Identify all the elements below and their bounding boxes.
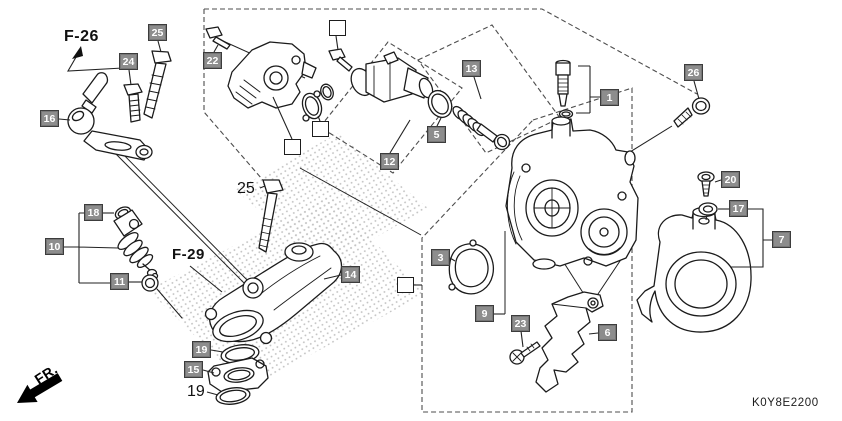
part-gasket-3 bbox=[448, 239, 494, 295]
part-cover-7 bbox=[636, 206, 752, 333]
part-throttle-arm bbox=[67, 72, 153, 161]
part-bolt-25-lower bbox=[258, 179, 284, 253]
part-screw-20 bbox=[697, 171, 715, 197]
callout-5[interactable]: 5 bbox=[427, 126, 446, 143]
part-stay-bracket bbox=[535, 291, 604, 393]
plain-callout-25: 25 bbox=[237, 180, 255, 197]
part-screw-23 bbox=[509, 341, 541, 365]
callout-13[interactable]: 13 bbox=[462, 60, 481, 77]
leader-lines bbox=[58, 35, 772, 396]
callout-12[interactable]: 12 bbox=[380, 153, 399, 170]
callout-24[interactable]: 24 bbox=[119, 53, 138, 70]
callout-empty-1[interactable] bbox=[329, 20, 346, 36]
part-bolt-25-upper bbox=[143, 50, 172, 119]
callout-7[interactable]: 7 bbox=[772, 231, 791, 248]
part-oring-19-lower bbox=[215, 387, 251, 405]
part-map-sensor bbox=[227, 41, 317, 109]
callout-26[interactable]: 26 bbox=[684, 64, 703, 81]
callout-empty-3[interactable] bbox=[284, 139, 301, 155]
callout-11[interactable]: 11 bbox=[110, 273, 129, 290]
callout-22[interactable]: 22 bbox=[203, 52, 222, 69]
fr-arrow-icon bbox=[17, 373, 63, 403]
part-injector-joint bbox=[350, 51, 434, 103]
part-intake-manifold bbox=[204, 242, 343, 345]
callout-18[interactable]: 18 bbox=[84, 204, 103, 221]
callout-23[interactable]: 23 bbox=[511, 315, 530, 332]
callout-14[interactable]: 14 bbox=[341, 266, 360, 283]
part-oring-11 bbox=[141, 274, 183, 319]
callout-6[interactable]: 6 bbox=[598, 324, 617, 341]
callout-9[interactable]: 9 bbox=[475, 305, 494, 322]
callout-17[interactable]: 17 bbox=[729, 200, 748, 217]
frame-ref-f29: F-29 bbox=[172, 246, 205, 263]
frame-ref-f26: F-26 bbox=[64, 28, 99, 45]
part-throttle-body bbox=[505, 116, 639, 270]
callout-1[interactable]: 1 bbox=[600, 89, 619, 106]
part-fuel-injector bbox=[113, 209, 159, 280]
part-bolt-24 bbox=[123, 83, 143, 123]
callout-15[interactable]: 15 bbox=[184, 361, 203, 378]
part-insulator-15 bbox=[207, 357, 269, 393]
part-screw-22 bbox=[205, 26, 231, 50]
callout-25[interactable]: 25 bbox=[148, 24, 167, 41]
callout-19[interactable]: 19 bbox=[192, 341, 211, 358]
callout-3[interactable]: 3 bbox=[431, 249, 450, 266]
callout-empty-4[interactable] bbox=[397, 277, 414, 293]
plain-callout-19: 19 bbox=[187, 383, 205, 400]
part-oring-5 bbox=[427, 89, 453, 119]
f26-arrowhead bbox=[72, 46, 83, 59]
part-bolt-26 bbox=[673, 97, 711, 128]
part-bolt-unlabeled bbox=[328, 48, 353, 72]
diagram-code: K0Y8E2200 bbox=[752, 397, 819, 409]
callout-20[interactable]: 20 bbox=[721, 171, 740, 188]
callout-empty-2[interactable] bbox=[312, 121, 329, 137]
part-washer-17 bbox=[698, 202, 718, 216]
callout-10[interactable]: 10 bbox=[45, 238, 64, 255]
part-sensor-orings bbox=[301, 83, 334, 122]
part-screw-13 bbox=[476, 123, 511, 151]
callout-16[interactable]: 16 bbox=[40, 110, 59, 127]
